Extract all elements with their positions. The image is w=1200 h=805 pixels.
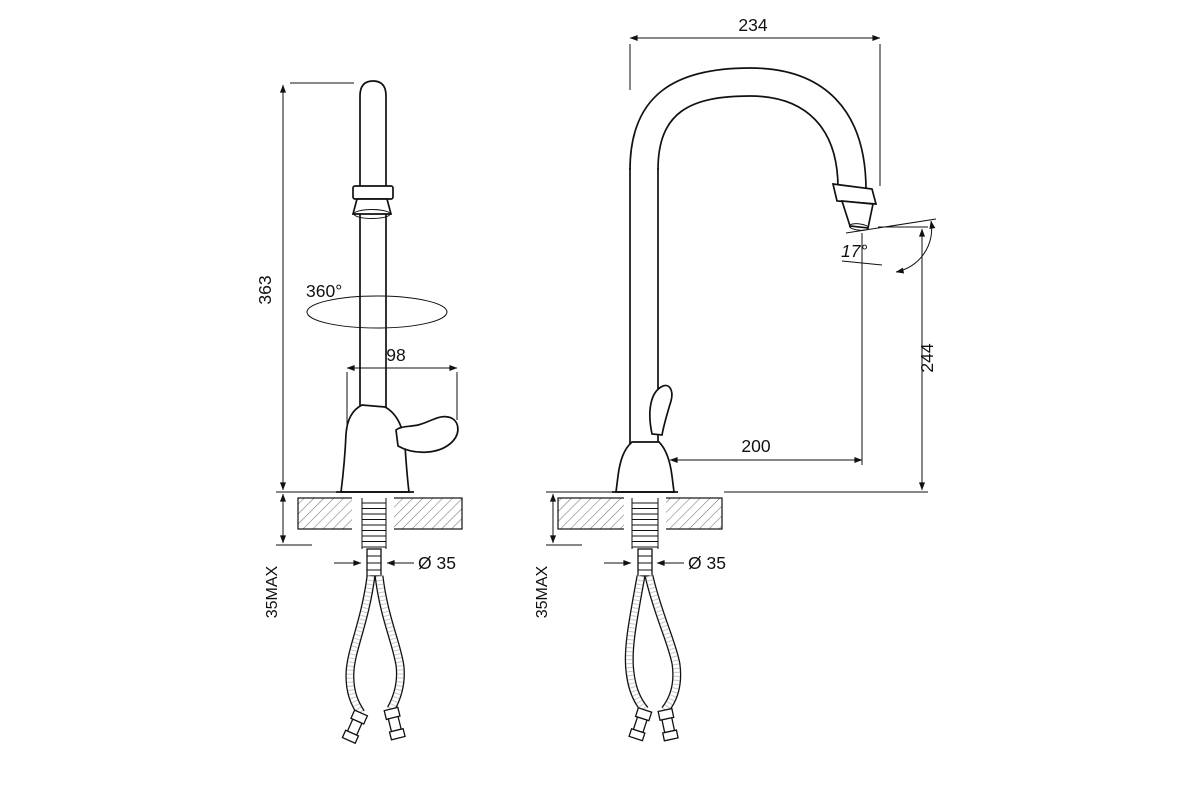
aerator-outlet [353, 209, 391, 219]
gooseneck-inner [657, 95, 839, 189]
spout-pipe [359, 80, 387, 412]
dim-label-98: 98 [386, 345, 405, 365]
dim-label-234: 234 [738, 15, 767, 35]
gooseneck-outer [629, 67, 867, 191]
dimension-35max-left: 35MAX [264, 493, 312, 618]
dim-label-363: 363 [255, 275, 275, 304]
hose-connector [383, 706, 406, 741]
handle [395, 415, 459, 453]
dimension-98: 98 [346, 345, 458, 430]
right-view: 234 17° 244 200 35MAX [534, 15, 937, 742]
spout-outlet [849, 223, 869, 231]
spout-collar [352, 185, 394, 200]
dimension-200: 200 [669, 233, 863, 465]
dimension-dia35-right: Ø 35 [604, 553, 726, 573]
supply-hoses-right [624, 574, 682, 742]
dim-label-dia35: Ø 35 [418, 553, 456, 573]
left-view: 363 360° 98 35MAX Ø 35 [255, 80, 463, 745]
dimension-35max-right: 35MAX [534, 491, 614, 618]
shank-threads [632, 502, 658, 548]
dim-label-200: 200 [741, 436, 770, 456]
hose-connector [341, 709, 369, 745]
spout-collar [831, 183, 878, 205]
aerator [351, 198, 393, 215]
shank-right [631, 498, 659, 577]
dimension-244: 244 [724, 226, 937, 493]
dim-label-35max: 35MAX [264, 565, 281, 618]
dim-label-360: 360° [306, 281, 342, 301]
dimension-360: 360° [306, 281, 448, 329]
shank-left [361, 498, 387, 577]
angle-arc [895, 220, 936, 274]
dimension-363: 363 [255, 82, 354, 493]
hose-connector [628, 707, 653, 742]
faucet-body [340, 404, 410, 493]
swivel-ellipse [306, 295, 448, 329]
handle [649, 384, 673, 436]
dim-label-17deg: 17° [841, 241, 867, 261]
dim-label-35max: 35MAX [534, 565, 551, 618]
faucet-body [615, 441, 675, 493]
hose-connector [657, 707, 679, 742]
dimension-234: 234 [629, 15, 881, 186]
dimension-dia35-left: Ø 35 [334, 553, 456, 573]
dim-label-244: 244 [917, 343, 937, 372]
supply-hoses-left [341, 575, 406, 745]
dim-label-dia35: Ø 35 [688, 553, 726, 573]
shank-threads [362, 502, 386, 548]
